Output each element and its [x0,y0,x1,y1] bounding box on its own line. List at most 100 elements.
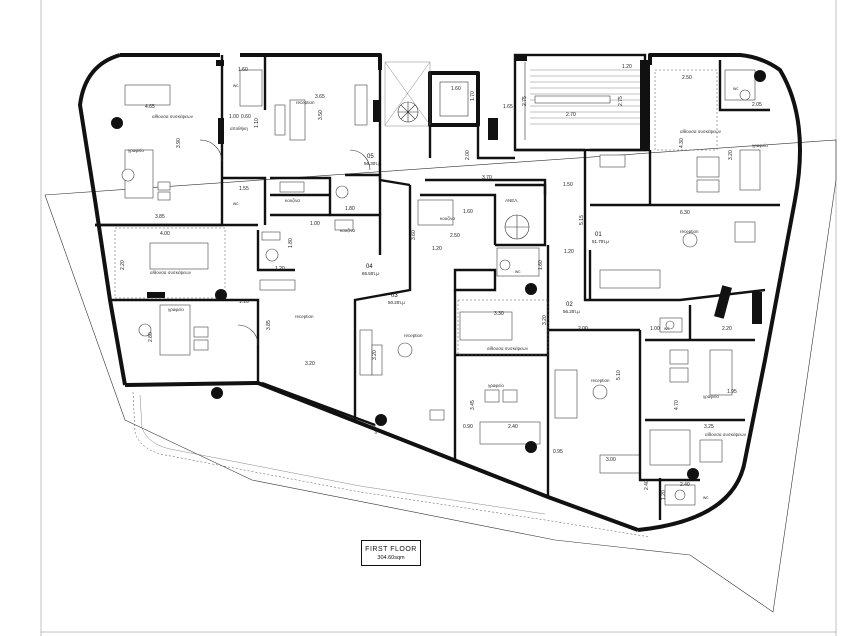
dim: 1.65 [503,104,513,110]
dim: 3.85 [155,214,165,220]
floor-area: 304.60sqm [377,554,405,561]
unit-05-area: 56.30τ.μ [364,161,381,166]
unit-02-id: 02 [566,302,573,308]
dimension-labels: 4.65 1.60 3.65 3.50 1.00 0.60 1.10 3.90 … [120,64,762,500]
label-meeting-05: αίθουσα συσκέψεων [152,113,194,119]
corridor-walls [261,125,585,499]
floor-title: FIRST FLOOR [365,545,417,553]
dim: 2.05 [752,102,762,108]
dim: 1.80 [345,206,355,212]
dim: 1.10 [239,299,249,305]
label-reception-04: reception [295,314,314,319]
label-office-05: γραφείο [128,148,144,153]
dim: 2.50 [682,75,692,81]
label-office-03: γραφείο [488,383,504,388]
label-office-01: γραφείο [752,143,768,148]
label-wc-bottom: wc [703,495,709,500]
label-reception-01: reception [680,229,699,234]
unit-01-id: 01 [595,232,602,238]
dim: 1.20 [661,490,667,500]
label-wc-05b: wc [233,201,239,206]
label-meeting-04: αίθουσα συσκέψεων [150,269,192,275]
dim: 3.60 [411,230,417,240]
dim: 4.30 [679,138,685,148]
dim: 5.10 [616,370,622,380]
dim: 2.50 [450,233,460,239]
floor-title-box: FIRST FLOOR 304.60sqm [361,540,421,566]
label-wc-03: wc [515,269,521,274]
unit-04 [95,223,296,383]
dim: 1.00 [229,114,239,120]
label-office-04: γραφείο [168,307,184,312]
label-meeting-bottom: αίθουσα συσκέψεων [705,431,747,437]
dim: 2.70 [566,112,576,118]
dim: 3.20 [372,350,378,360]
label-wc-05: wc [233,83,239,88]
dim: 1.00 [310,221,320,227]
dim: 1.60 [538,260,544,270]
columns [111,55,766,480]
label-meeting-01: αίθουσα συσκέψεων [680,128,722,134]
dim: 3.90 [176,138,182,148]
dim: 3.45 [470,400,476,410]
label-kitchen-a: κουζίνα [285,198,300,203]
dim: 3.65 [315,94,325,100]
dim: 5.15 [579,215,585,225]
label-wc-01: wc [733,86,739,91]
unit-bottom-right [638,305,755,520]
dim: 3.50 [318,110,324,120]
unit-04-area: 65.50τ.μ [362,271,379,276]
dim: 4.65 [145,104,155,110]
dim: 1.60 [238,67,248,73]
balcony-outline-left-inner [139,394,546,515]
dim: 1.70 [470,91,476,101]
dim: 2.40 [644,480,650,490]
dim: 1.60 [451,86,461,92]
dim: 6.30 [680,210,690,216]
dim: 2.75 [522,96,528,106]
kitchen-wc-block [256,173,382,272]
dim: 3.30 [494,311,504,317]
dim: 2.80 [148,332,154,342]
dim: 1.60 [463,209,473,215]
dim: 3.76 [370,424,379,435]
balcony-outline-left [132,391,651,538]
label-kitchen-03: κουζίνα [440,216,455,221]
dim: 2.00 [578,326,588,332]
label-meeting-02: αίθουσα συσκέψεων [487,345,529,351]
building-envelope [78,53,802,532]
dim: 0.90 [463,424,473,430]
dim: 1.20 [622,64,632,70]
dim: 1.20 [275,266,285,272]
dim: 0.95 [553,449,563,455]
site-boundary [44,139,837,613]
dim: 1.95 [727,389,737,395]
dim: 2.20 [722,326,732,332]
label-reception-03: reception [404,333,423,338]
dim: 0.60 [241,114,251,120]
label-wc-bottom-b: wc [664,326,670,331]
unit-01-area: 51.70τ.μ [592,239,609,244]
unit-03-area: 50.20τ.μ [388,300,405,305]
dim: 1.20 [564,249,574,255]
label-kitchen-b: κουζίνα [340,228,355,233]
unit-04-id: 04 [366,264,373,270]
dim: 2.20 [120,260,126,270]
dim: 1.20 [432,246,442,252]
label-reception-02: reception [591,378,610,383]
dim: 1.50 [563,182,573,188]
unit-03 [353,178,547,460]
label-lift-label: ΑΝΕΛ. [505,198,519,203]
dim: 3.20 [305,361,315,367]
dim: 3.00 [606,457,616,463]
unit-05 [95,55,382,227]
dim: 3.85 [266,320,272,330]
dim: 3.70 [482,175,492,181]
sheet-border [40,0,837,636]
dim: 1.55 [239,186,249,192]
dim: 3.25 [704,424,714,430]
dim: 3.20 [542,315,548,325]
dim: 1.80 [288,238,294,248]
dim: 4.70 [674,400,680,410]
